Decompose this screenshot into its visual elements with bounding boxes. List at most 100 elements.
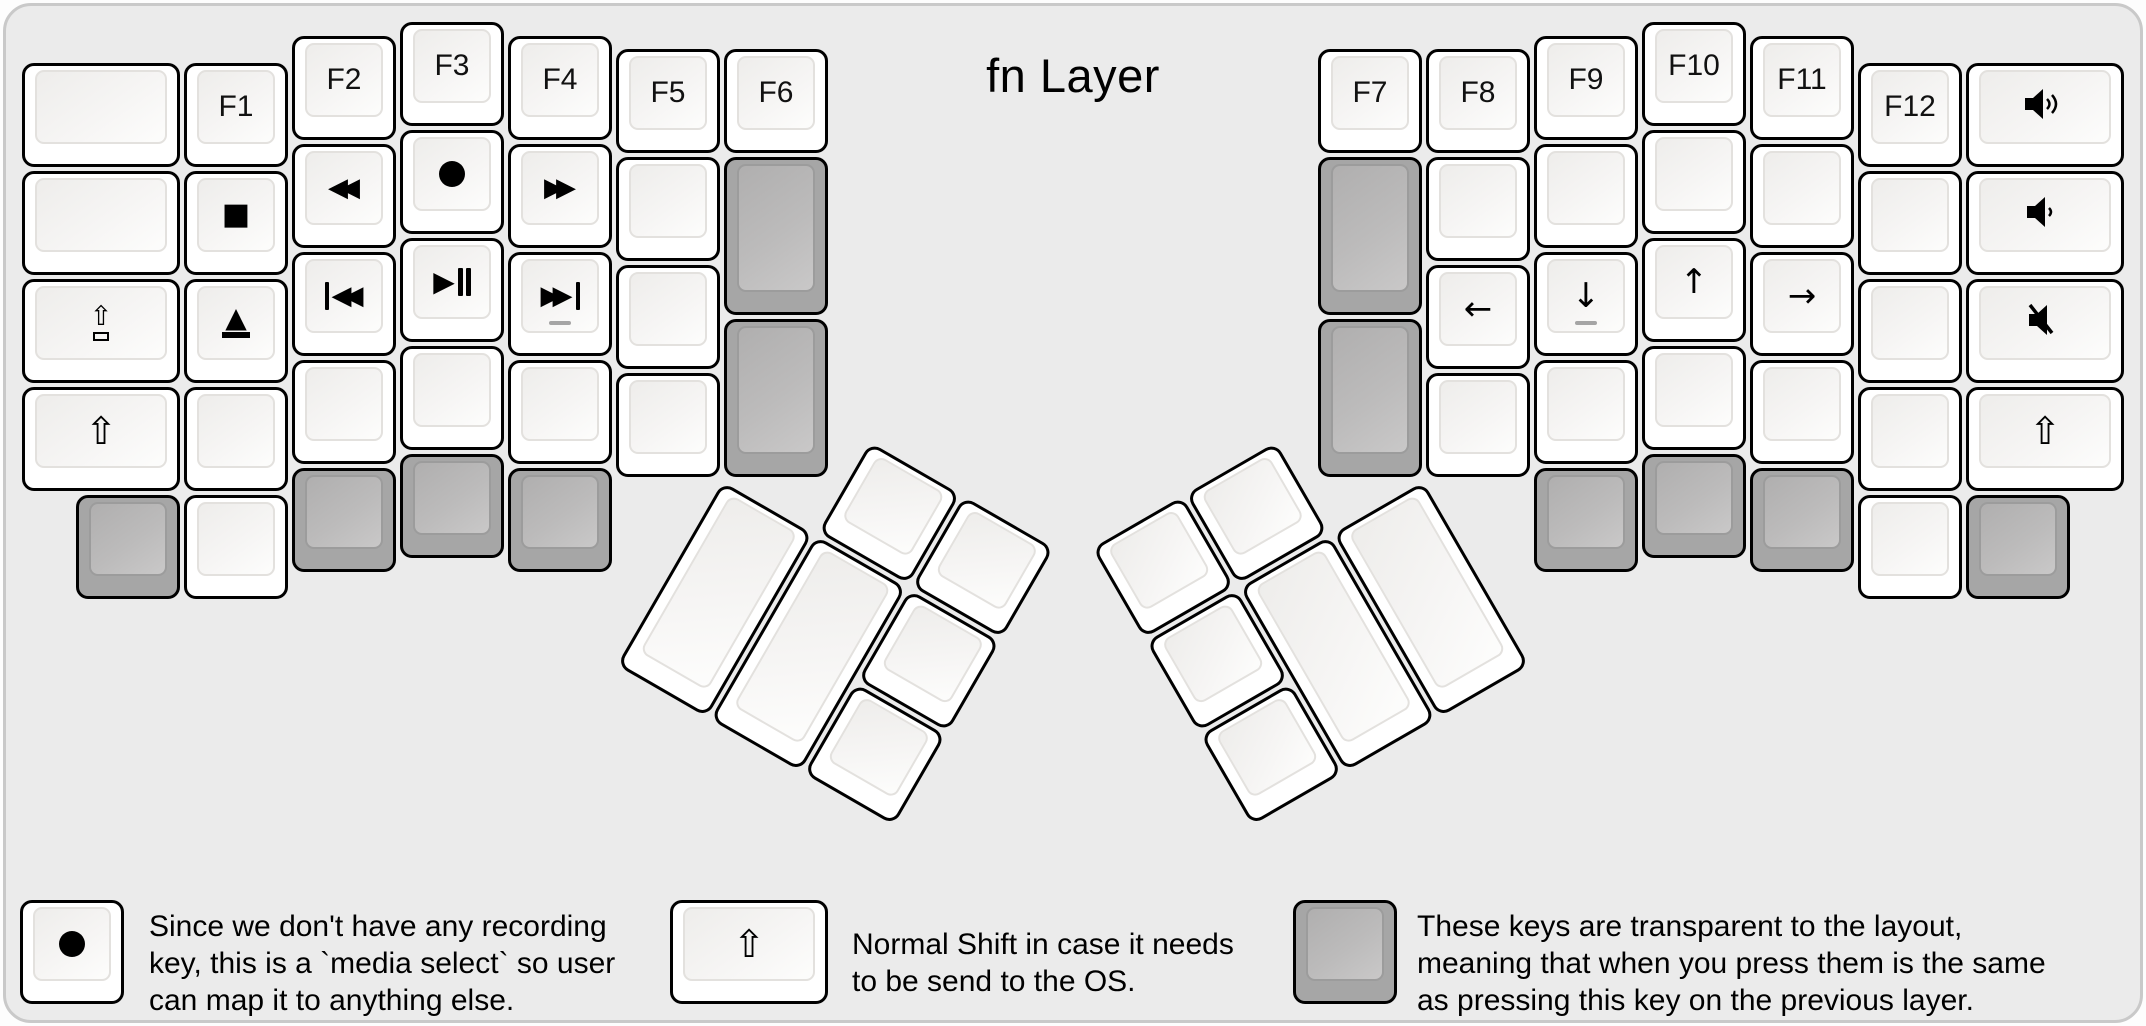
key-shift-right[interactable]: ⇧	[1966, 386, 2124, 491]
keycap-top: ▲	[197, 285, 275, 360]
key-f6[interactable]: F6	[724, 49, 828, 153]
key-f4[interactable]: F4	[508, 35, 612, 140]
keycap-top	[1547, 150, 1625, 225]
key-transparent[interactable]	[724, 157, 828, 315]
keycap-top: F10	[1655, 29, 1733, 103]
keycap-top	[1655, 461, 1733, 535]
key-transparent[interactable]	[1318, 319, 1422, 477]
key-blank[interactable]	[508, 359, 612, 464]
key-f7[interactable]: F7	[1318, 49, 1422, 153]
legend-normal-shift-keycap[interactable]: ⇧	[670, 900, 828, 1004]
keycap-top	[1655, 353, 1733, 427]
key-blank[interactable]	[616, 373, 720, 477]
key-transparent[interactable]	[1534, 467, 1638, 572]
shift-icon: ⇧	[2029, 408, 2061, 453]
key-f11[interactable]: F11	[1750, 35, 1854, 140]
key-blank[interactable]	[22, 62, 180, 167]
legend-transparent-keys-keycap[interactable]	[1293, 900, 1397, 1004]
key-label: F11	[1777, 62, 1827, 96]
arrow-up-icon: ↑	[1679, 262, 1709, 302]
shift-icon: ⇧	[733, 922, 765, 966]
key-blank[interactable]	[1426, 157, 1530, 261]
key-blank[interactable]	[1642, 130, 1746, 234]
key-blank[interactable]	[1534, 359, 1638, 464]
keycap-top	[305, 366, 383, 441]
key-transparent[interactable]	[724, 319, 828, 477]
key-f1[interactable]: F1	[184, 62, 288, 167]
key-stop[interactable]: ■	[184, 170, 288, 275]
key-transparent[interactable]	[508, 467, 612, 572]
key-blank[interactable]	[1426, 373, 1530, 477]
key-volume-up[interactable]	[1966, 62, 2124, 167]
key-blank[interactable]	[1534, 143, 1638, 248]
key-blank[interactable]	[184, 386, 288, 491]
key-f2[interactable]: F2	[292, 35, 396, 140]
key-blank[interactable]	[1858, 278, 1962, 383]
keycap-top	[1763, 150, 1841, 225]
key-blank[interactable]	[1750, 359, 1854, 464]
keycap-top	[1871, 501, 1949, 576]
keycap-top: ▶▶	[521, 258, 599, 333]
key-transparent[interactable]	[1318, 157, 1422, 315]
key-transparent[interactable]	[1966, 494, 2070, 599]
keycap-top: ⇧	[683, 907, 815, 981]
key-f8[interactable]: F8	[1426, 49, 1530, 153]
key-blank[interactable]	[616, 265, 720, 369]
key-mute[interactable]	[1966, 278, 2124, 383]
key-volume-down[interactable]	[1966, 170, 2124, 275]
keycap-top: F9	[1547, 42, 1625, 117]
key-play-pause[interactable]: ▶	[400, 238, 504, 342]
key-f3[interactable]: F3	[400, 22, 504, 126]
record-icon	[59, 931, 85, 957]
key-f5[interactable]: F5	[616, 49, 720, 153]
key-record[interactable]	[400, 130, 504, 234]
key-transparent[interactable]	[292, 467, 396, 572]
key-transparent[interactable]	[1642, 454, 1746, 558]
key-arrow-up[interactable]: ↑	[1642, 238, 1746, 342]
key-caps-lock[interactable]: ⇧	[22, 278, 180, 383]
key-label: F8	[1460, 76, 1496, 109]
key-blank[interactable]	[1858, 386, 1962, 491]
key-fast-forward[interactable]: ▶▶	[508, 143, 612, 248]
key-prev-track[interactable]: ◀◀	[292, 251, 396, 356]
keycap-top	[521, 366, 599, 441]
key-f10[interactable]: F10	[1642, 22, 1746, 126]
keycap-top	[737, 326, 815, 454]
keycap-top	[413, 461, 491, 535]
key-blank[interactable]	[616, 157, 720, 261]
key-label: F12	[1884, 89, 1936, 123]
key-blank[interactable]	[184, 494, 288, 599]
key-eject[interactable]: ▲	[184, 278, 288, 383]
key-shift-left[interactable]: ⇧	[22, 386, 180, 491]
key-blank[interactable]	[22, 170, 180, 275]
key-transparent[interactable]	[76, 494, 180, 599]
key-f12[interactable]: F12	[1858, 62, 1962, 167]
key-transparent[interactable]	[400, 454, 504, 558]
key-next-track[interactable]: ▶▶	[508, 251, 612, 356]
key-arrow-right[interactable]: →	[1750, 251, 1854, 356]
key-transparent[interactable]	[1750, 467, 1854, 572]
key-blank[interactable]	[292, 359, 396, 464]
legend-transparent-keys-text: These keys are transparent to the layout…	[1417, 910, 2046, 1017]
key-arrow-left[interactable]: ←	[1426, 265, 1530, 369]
key-blank[interactable]	[1858, 170, 1962, 275]
keycap-top	[413, 353, 491, 427]
volume-down-icon	[2025, 196, 2065, 233]
key-f9[interactable]: F9	[1534, 35, 1638, 140]
key-blank[interactable]	[1750, 143, 1854, 248]
rewind-icon: ◀◀	[328, 172, 360, 203]
homing-bar	[549, 320, 571, 325]
key-blank[interactable]	[400, 346, 504, 450]
legend-normal-shift-text: Normal Shift in case it needs to be send…	[852, 928, 1234, 998]
keycap-top	[1547, 366, 1625, 441]
key-blank[interactable]	[1858, 494, 1962, 599]
legend-media-select-keycap[interactable]	[20, 900, 124, 1004]
keycap-top: ⇧	[1979, 393, 2111, 468]
keycap-top: →	[1763, 258, 1841, 333]
key-arrow-down[interactable]: ↓	[1534, 251, 1638, 356]
key-blank[interactable]	[1642, 346, 1746, 450]
keycap-top	[1979, 285, 2111, 360]
key-rewind[interactable]: ◀◀	[292, 143, 396, 248]
